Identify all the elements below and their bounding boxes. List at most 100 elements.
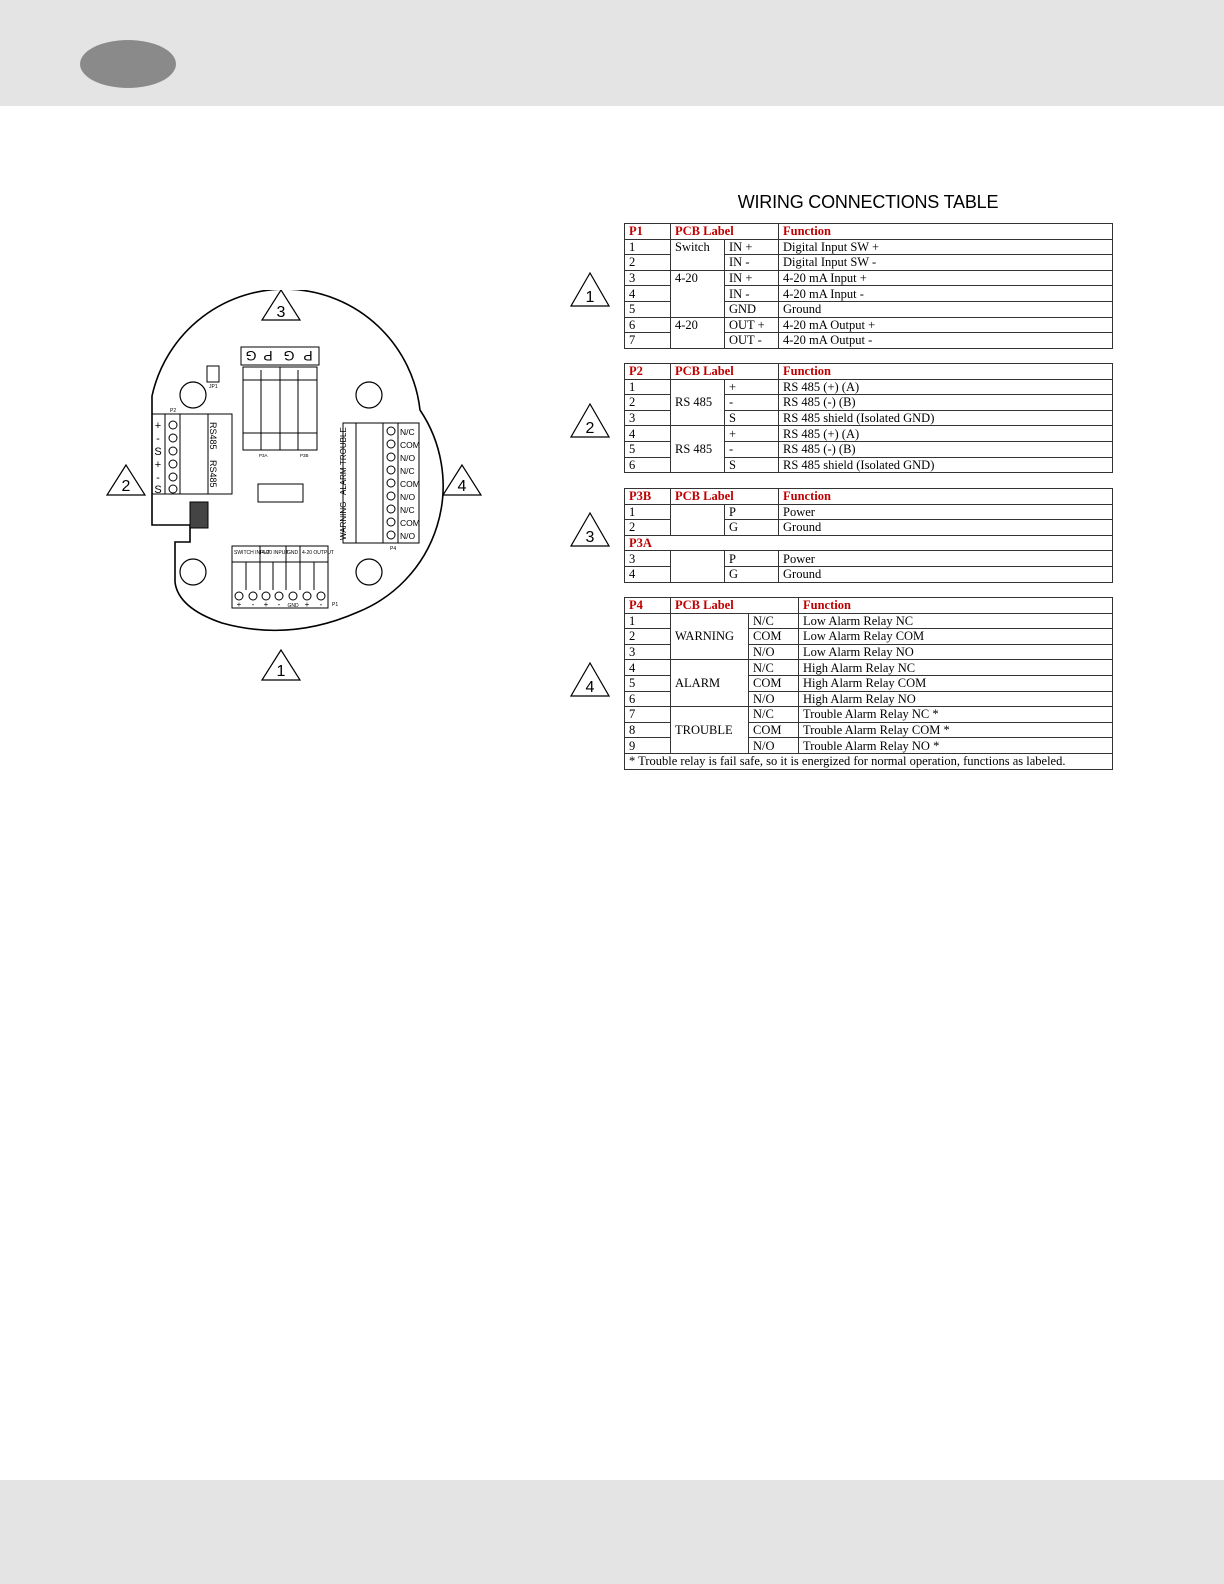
svg-text:S: S	[154, 446, 161, 458]
diagram-marker-1: 1	[260, 648, 302, 681]
function-header: Function	[778, 223, 1113, 240]
hatched-component	[189, 501, 209, 529]
table-marker-4: 4	[570, 662, 610, 698]
svg-text:+: +	[155, 459, 161, 471]
diagram-marker-label: 2	[122, 478, 131, 495]
svg-text:P: P	[303, 348, 312, 364]
svg-text:GND: GND	[287, 550, 299, 556]
svg-text:G: G	[246, 348, 257, 364]
p1-connector: SWITCH INPUT 4-20 INPUT GND 4-20 OUTPUT …	[231, 545, 338, 609]
table-footnote-row: * Trouble relay is fail safe, so it is e…	[624, 752, 1113, 770]
diagram-marker-4: 4	[441, 463, 483, 496]
svg-text:-: -	[252, 600, 255, 609]
svg-text:4: 4	[586, 679, 595, 696]
svg-text:+: +	[155, 420, 161, 432]
svg-text:-: -	[156, 472, 160, 484]
svg-text:N/O: N/O	[400, 531, 416, 541]
board-outline	[151, 290, 444, 632]
svg-text:+: +	[305, 600, 310, 609]
page-number-badge	[80, 40, 176, 88]
svg-text:JP1: JP1	[209, 384, 218, 390]
svg-text:P2: P2	[170, 408, 176, 414]
mounting-hole	[355, 381, 383, 409]
svg-text:COM: COM	[400, 440, 420, 450]
pcb-label-header: PCB Label	[670, 597, 799, 614]
diagram-marker-3: 3	[260, 290, 302, 321]
svg-text:-: -	[320, 600, 323, 609]
svg-text:SWITCH INPUT: SWITCH INPUT	[234, 550, 270, 556]
svg-text:N/C: N/C	[400, 427, 415, 437]
pcb-label-header: PCB Label	[670, 223, 779, 240]
svg-text:P3B: P3B	[300, 453, 309, 458]
svg-text:+: +	[264, 600, 269, 609]
footer-band	[0, 1480, 1224, 1584]
pcb-label-header: PCB Label	[670, 363, 779, 380]
table-marker-2: 2	[570, 403, 610, 439]
p2-wiring-table: P2 PCB Label Function 1+RS 485 (+) (A) 2…	[624, 363, 1113, 474]
jp1-jumper: JP1	[206, 365, 220, 390]
diagram-marker-label: 3	[277, 304, 286, 321]
svg-text:4-20 INPUT: 4-20 INPUT	[262, 550, 288, 556]
svg-text:S: S	[154, 484, 161, 496]
svg-text:3: 3	[586, 529, 595, 546]
p2-connector: P2 + - S + - S RS485 RS485	[151, 408, 233, 496]
svg-text:RS485: RS485	[208, 460, 218, 488]
p3-connector: G P G P P3A P3B	[240, 346, 320, 458]
header-band	[0, 0, 1224, 106]
p4-connector: WARNING ALARM TROUBLE N/C COM N/O N/C CO…	[339, 422, 420, 552]
svg-text:RS485: RS485	[208, 422, 218, 450]
table-marker-1: 1	[570, 272, 610, 308]
svg-text:P3A: P3A	[259, 453, 268, 458]
svg-text:4-20 OUTPUT: 4-20 OUTPUT	[302, 550, 334, 556]
board-diagram-svg: 3 2 4 1 G P G P	[105, 290, 483, 681]
svg-text:P: P	[263, 348, 272, 364]
table-header-row: P2 PCB Label Function	[624, 363, 1113, 380]
pin-header: P2	[624, 363, 671, 380]
pcb-label-header: PCB Label	[670, 488, 779, 505]
p3a-subheader: P3A	[624, 534, 1113, 552]
svg-text:N/O: N/O	[400, 453, 416, 463]
mounting-hole	[355, 558, 383, 586]
mounting-hole	[179, 381, 207, 409]
svg-text:N/O: N/O	[400, 492, 416, 502]
function-header: Function	[778, 363, 1113, 380]
svg-text:1: 1	[586, 289, 595, 306]
table-header-row: P1 PCB Label Function	[624, 223, 1113, 240]
diagram-marker-label: 1	[277, 663, 286, 680]
diagram-marker-2: 2	[105, 463, 147, 496]
function-header: Function	[778, 488, 1113, 505]
svg-text:+: +	[237, 600, 242, 609]
svg-text:GND: GND	[287, 603, 299, 609]
table-header-row: P4 PCB Label Function	[624, 597, 1113, 614]
table-title: WIRING CONNECTIONS TABLE	[737, 192, 999, 212]
mounting-hole	[179, 558, 207, 586]
svg-text:P1: P1	[332, 602, 338, 608]
svg-text:COM: COM	[400, 479, 420, 489]
board-wiring-diagram: 3 2 4 1 G P G P	[100, 290, 500, 700]
table-marker-3: 3	[570, 512, 610, 548]
